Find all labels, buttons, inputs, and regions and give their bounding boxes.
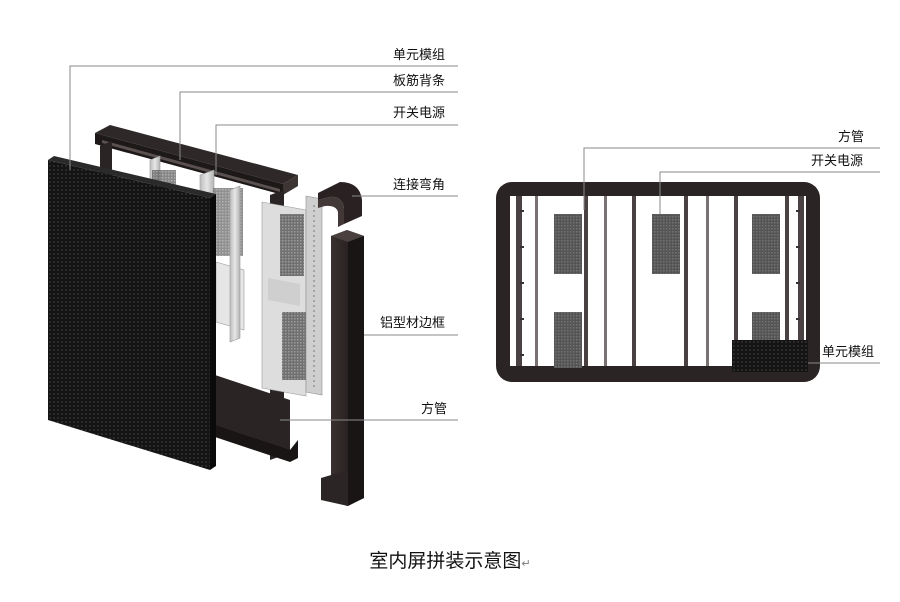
installed-unit-module [732,340,808,372]
label-unit-module: 单元模组 [393,48,446,63]
label-right-switch-power-supply: 开关电源 [811,154,864,169]
leader-unit-module [69,65,458,170]
label-panel-rib-back-bar: 板筋背条 [393,74,446,89]
leader-panel-rib [179,91,458,160]
square-tube-part [321,230,364,506]
leader-right-square-tube [583,147,880,210]
label-right-unit-module: 单元模组 [822,345,875,360]
right-leader-lines [583,147,880,364]
leader-switch-power [215,124,458,175]
label-connecting-corner: 连接弯角 [393,178,446,193]
return-mark-icon: ↵ [521,557,531,570]
label-right-square-tube: 方管 [838,130,865,145]
diagram-caption: 室内屏拼装示意图↵ [0,546,900,573]
left-leader-lines [69,65,458,421]
leader-right-switch-power [659,171,880,214]
assembled-frame [496,182,820,382]
top-channel-bar [95,125,298,195]
label-switch-power-supply: 开关电源 [393,106,446,121]
connecting-corner-piece [318,182,362,227]
label-square-tube: 方管 [421,402,448,417]
label-aluminum-frame: 铝型材边框 [380,316,446,331]
unit-module-panel [48,156,216,470]
caption-text: 室内屏拼装示意图 [369,550,522,572]
